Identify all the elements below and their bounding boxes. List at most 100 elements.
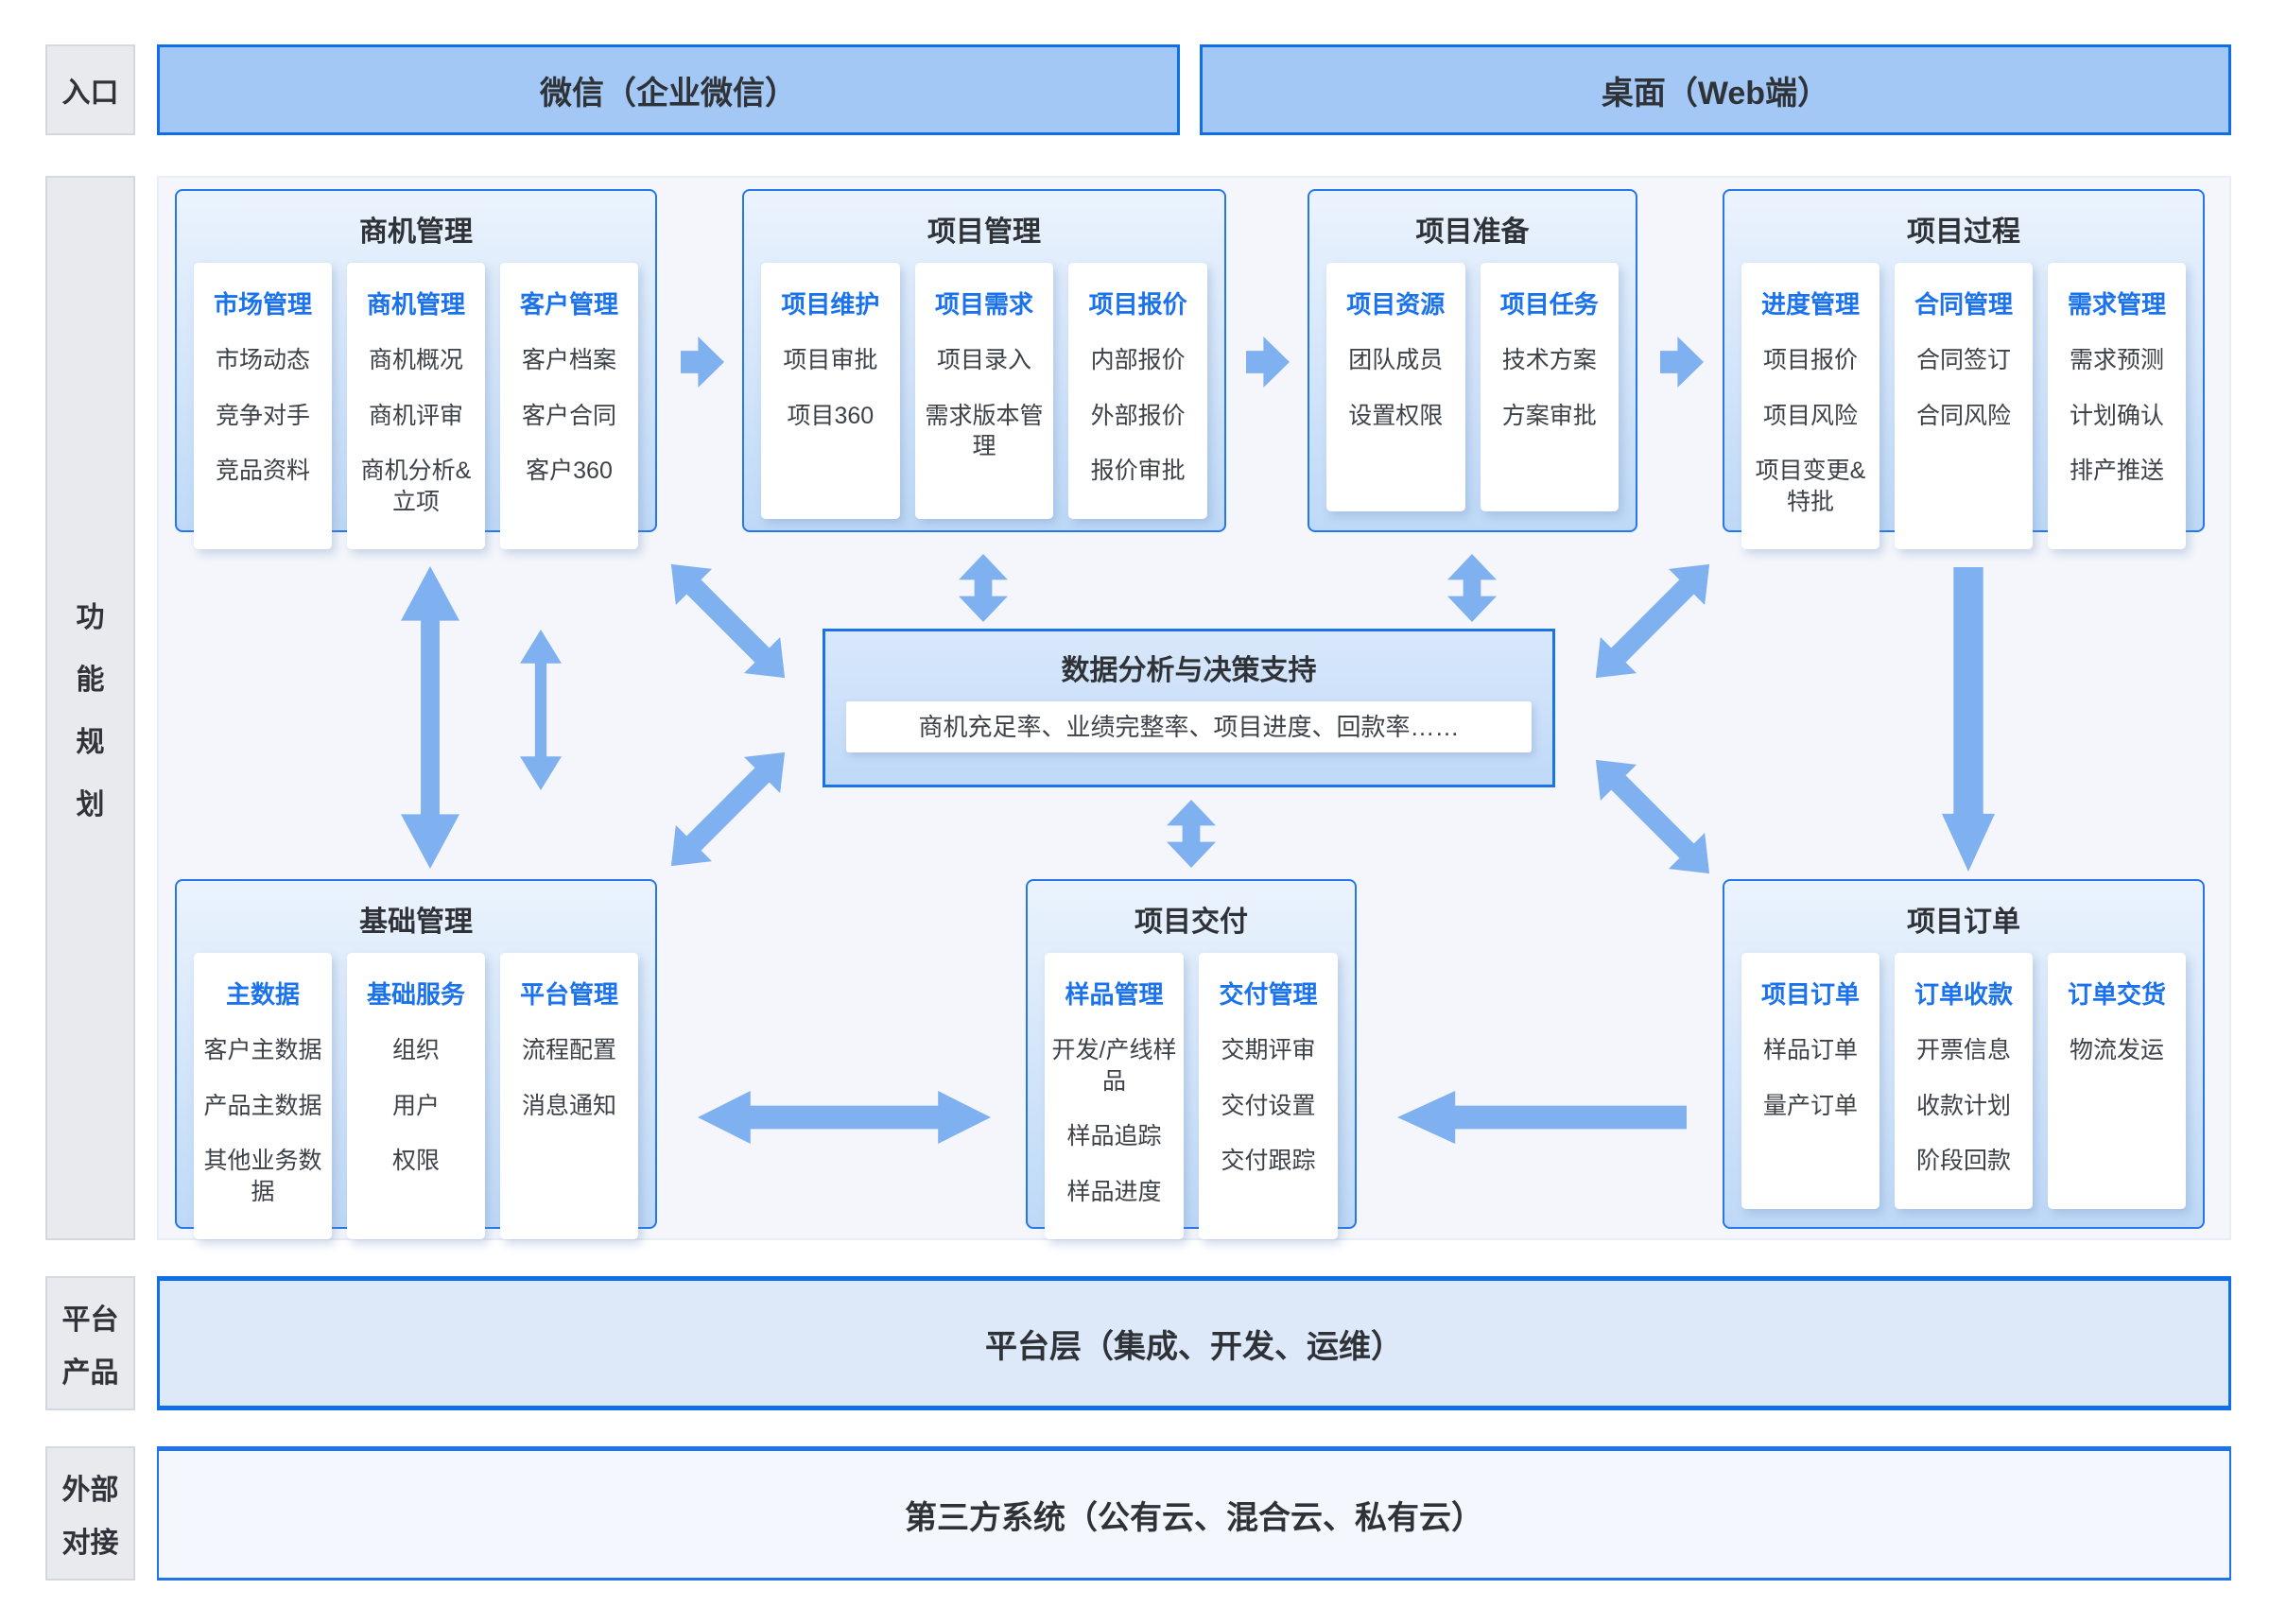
module-title: 项目准备 xyxy=(1415,216,1530,248)
group-card: 交付管理交期评审交付设置交付跟踪 xyxy=(1199,953,1338,1239)
analysis-metrics: 商机充足率、业绩完整率、项目进度、回款率…… xyxy=(846,701,1532,752)
group-item: 组织 xyxy=(391,1037,440,1063)
group-card: 项目需求项目录入需求版本管理 xyxy=(914,263,1054,519)
group-item: 开发/产线样品 xyxy=(1051,1037,1177,1095)
entry-label: 入口 xyxy=(45,44,135,135)
group-item: 技术方案 xyxy=(1501,347,1597,373)
module-title: 基础管理 xyxy=(359,907,473,938)
group-header: 项目维护 xyxy=(781,290,880,319)
group-item: 计划确认 xyxy=(2069,402,2164,429)
group-item: 方案审批 xyxy=(1501,402,1597,429)
group-item: 样品订单 xyxy=(1762,1037,1858,1063)
module-title: 项目管理 xyxy=(927,216,1041,248)
group-item: 客户360 xyxy=(526,458,613,484)
group-item: 样品进度 xyxy=(1066,1178,1162,1205)
platform-label: 平台产品 xyxy=(45,1276,135,1410)
group-card: 项目报价内部报价外部报价报价审批 xyxy=(1068,263,1208,519)
group-header: 交付管理 xyxy=(1219,980,1318,1009)
group-header: 项目订单 xyxy=(1760,980,1860,1009)
group-item: 报价审批 xyxy=(1090,458,1186,484)
group-header: 商机管理 xyxy=(366,290,465,319)
entry-channel-wechat: 微信（企业微信） xyxy=(157,44,1180,135)
group-item: 收款计划 xyxy=(1915,1092,2011,1119)
module-title: 商机管理 xyxy=(359,216,473,248)
group-item: 项目录入 xyxy=(937,347,1032,373)
group-header: 项目任务 xyxy=(1499,290,1599,319)
group-item: 需求版本管理 xyxy=(925,402,1044,460)
group-item: 市场动态 xyxy=(215,347,310,373)
group-card: 样品管理开发/产线样品样品追踪样品进度 xyxy=(1045,953,1184,1239)
group-card: 需求管理需求预测计划确认排产推送 xyxy=(2048,263,2186,549)
module-cards: 项目订单样品订单量产订单订单收款开票信息收款计划阶段回款订单交货物流发运 xyxy=(1724,953,2203,1228)
group-card: 平台管理流程配置消息通知 xyxy=(500,953,638,1239)
group-card: 项目资源团队成员设置权限 xyxy=(1326,263,1465,511)
group-header: 需求管理 xyxy=(2067,290,2166,319)
group-card: 项目维护项目审批项目360 xyxy=(761,263,900,519)
group-item: 合同签订 xyxy=(1915,347,2011,373)
group-card: 基础服务组织用户权限 xyxy=(347,953,485,1239)
group-header: 市场管理 xyxy=(213,290,312,319)
module-cards: 样品管理开发/产线样品样品追踪样品进度交付管理交期评审交付设置交付跟踪 xyxy=(1028,953,1355,1258)
entry-channel-web: 桌面（Web端） xyxy=(1200,44,2231,135)
function-planning-label: 功能规划 xyxy=(45,176,135,1240)
group-item: 项目风险 xyxy=(1762,402,1858,429)
group-item: 物流发运 xyxy=(2069,1037,2164,1063)
group-card: 合同管理合同签订合同风险 xyxy=(1895,263,2033,549)
group-item: 项目变更&特批 xyxy=(1755,458,1866,515)
group-item: 竞争对手 xyxy=(215,402,310,429)
module-title: 项目订单 xyxy=(1907,907,2020,938)
group-item: 外部报价 xyxy=(1090,402,1186,429)
group-item: 排产推送 xyxy=(2069,458,2164,484)
analysis-box: 数据分析与决策支持 商机充足率、业绩完整率、项目进度、回款率…… xyxy=(823,629,1555,787)
group-item: 商机分析&立项 xyxy=(360,458,472,515)
group-item: 项目360 xyxy=(787,402,875,429)
group-card: 主数据客户主数据产品主数据其他业务数据 xyxy=(194,953,332,1239)
module-project-order: 项目订单 项目订单样品订单量产订单订单收款开票信息收款计划阶段回款订单交货物流发… xyxy=(1723,879,2205,1229)
module-cards: 项目资源团队成员设置权限项目任务技术方案方案审批 xyxy=(1309,263,1636,530)
group-header: 订单收款 xyxy=(1914,980,2013,1009)
group-item: 客户主数据 xyxy=(203,1037,322,1063)
group-header: 项目报价 xyxy=(1088,290,1187,319)
group-card: 市场管理市场动态竞争对手竞品资料 xyxy=(194,263,332,549)
group-item: 流程配置 xyxy=(521,1037,616,1063)
group-card: 订单收款开票信息收款计划阶段回款 xyxy=(1895,953,2033,1209)
group-item: 交付设置 xyxy=(1221,1092,1316,1119)
platform-layer-bar: 平台层（集成、开发、运维） xyxy=(157,1276,2231,1410)
group-card: 客户管理客户档案客户合同客户360 xyxy=(500,263,638,549)
module-cards: 主数据客户主数据产品主数据其他业务数据基础服务组织用户权限平台管理流程配置消息通… xyxy=(177,953,655,1258)
group-item: 客户档案 xyxy=(521,347,616,373)
group-item: 产品主数据 xyxy=(203,1092,322,1119)
group-item: 消息通知 xyxy=(521,1092,616,1119)
group-header: 合同管理 xyxy=(1914,290,2013,319)
module-title: 项目过程 xyxy=(1907,216,2020,248)
group-header: 订单交货 xyxy=(2067,980,2166,1009)
group-item: 阶段回款 xyxy=(1915,1148,2011,1174)
group-header: 进度管理 xyxy=(1760,290,1860,319)
module-opportunity-mgmt: 商机管理 市场管理市场动态竞争对手竞品资料商机管理商机概况商机评审商机分析&立项… xyxy=(175,189,657,549)
group-item: 量产订单 xyxy=(1762,1092,1858,1119)
group-card: 项目订单样品订单量产订单 xyxy=(1741,953,1879,1209)
module-cards: 进度管理项目报价项目风险项目变更&特批合同管理合同签订合同风险需求管理需求预测计… xyxy=(1724,263,2203,568)
group-header: 样品管理 xyxy=(1065,980,1164,1009)
module-base-mgmt: 基础管理 主数据客户主数据产品主数据其他业务数据基础服务组织用户权限平台管理流程… xyxy=(175,879,657,1239)
module-project-prep: 项目准备 项目资源团队成员设置权限项目任务技术方案方案审批 xyxy=(1308,189,1637,532)
group-item: 项目报价 xyxy=(1762,347,1858,373)
module-title: 项目交付 xyxy=(1134,907,1248,938)
group-item: 交期评审 xyxy=(1221,1037,1316,1063)
group-header: 平台管理 xyxy=(519,980,618,1009)
group-item: 团队成员 xyxy=(1348,347,1444,373)
group-item: 商机概况 xyxy=(368,347,463,373)
group-item: 商机评审 xyxy=(368,402,463,429)
group-header: 项目资源 xyxy=(1346,290,1446,319)
group-card: 进度管理项目报价项目风险项目变更&特批 xyxy=(1741,263,1879,549)
group-card: 商机管理商机概况商机评审商机分析&立项 xyxy=(347,263,485,549)
group-header: 项目需求 xyxy=(935,290,1034,319)
group-item: 需求预测 xyxy=(2069,347,2164,373)
group-item: 合同风险 xyxy=(1915,402,2011,429)
third-party-systems-bar: 第三方系统（公有云、混合云、私有云） xyxy=(157,1446,2231,1581)
module-project-process: 项目过程 进度管理项目报价项目风险项目变更&特批合同管理合同签订合同风险需求管理… xyxy=(1723,189,2205,549)
group-item: 交付跟踪 xyxy=(1221,1148,1316,1174)
group-header: 基础服务 xyxy=(366,980,465,1009)
